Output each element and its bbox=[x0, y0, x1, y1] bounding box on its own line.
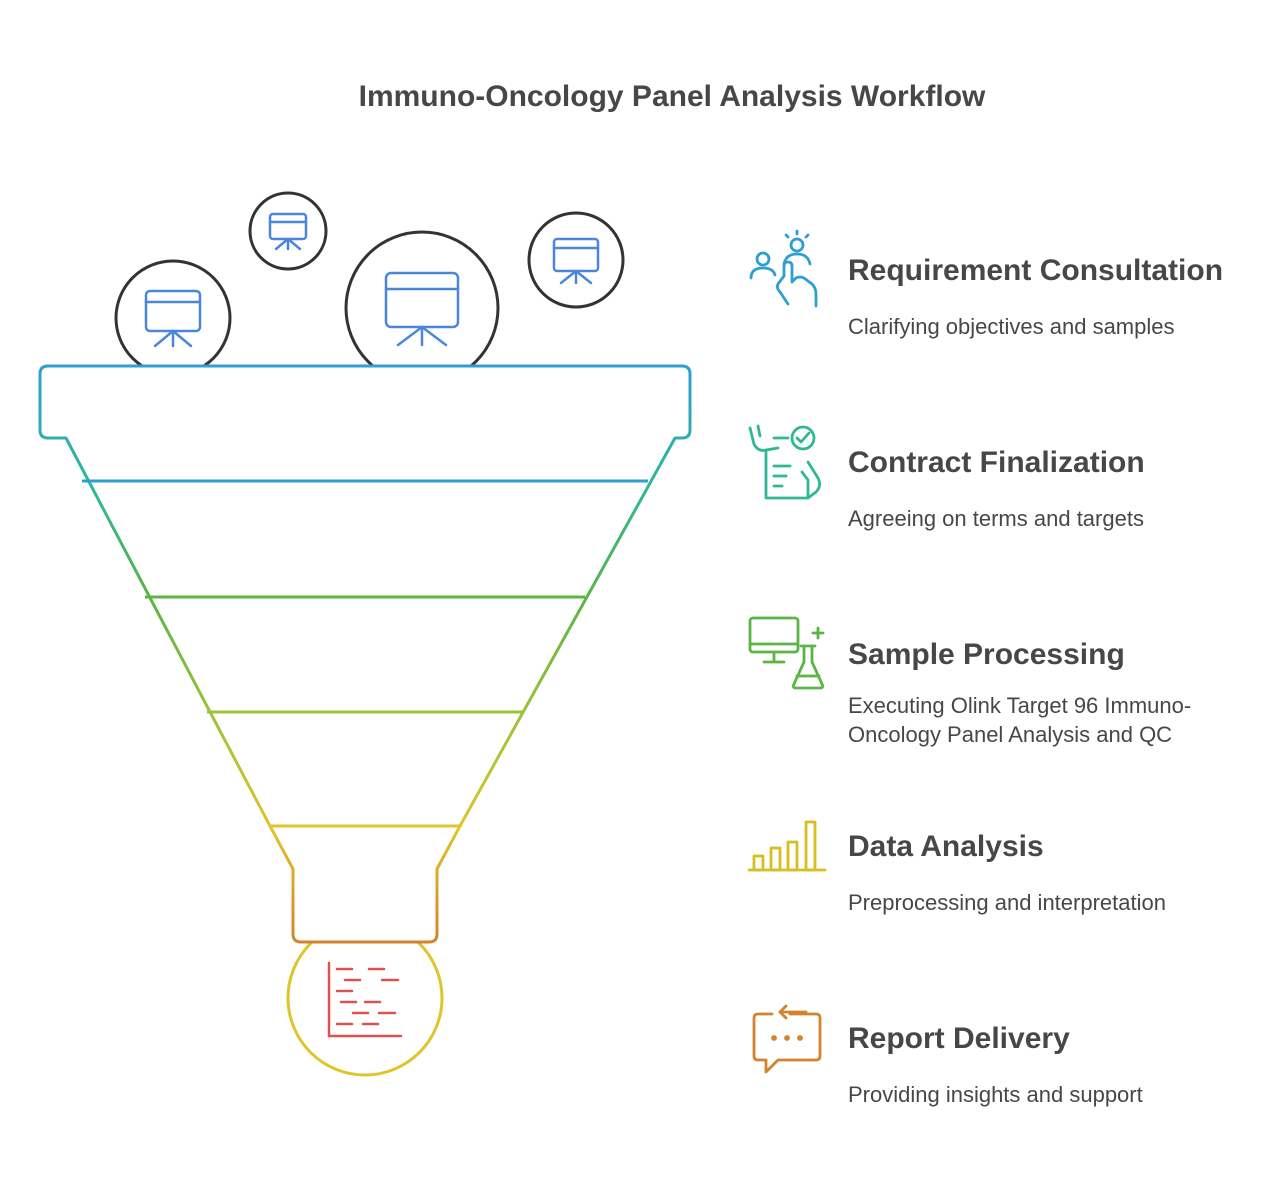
presentation-board-icon bbox=[268, 212, 308, 251]
step-title-requirement-consultation: Requirement Consultation bbox=[848, 254, 1224, 287]
step-title-sample-processing: Sample Processing bbox=[848, 638, 1125, 671]
presentation-board-icon bbox=[552, 237, 600, 285]
bar-chart-icon bbox=[747, 820, 827, 872]
step-title-data-analysis: Data Analysis bbox=[848, 830, 1044, 863]
step-desc-report-delivery: Providing insights and support bbox=[848, 1082, 1143, 1107]
step-desc-contract-finalization: Agreeing on terms and targets bbox=[848, 506, 1144, 531]
chat-message-icon bbox=[752, 1004, 822, 1074]
step-desc-sample-processing: Executing Olink Target 96 Immuno-Oncolog… bbox=[848, 693, 1192, 747]
input-circle-4 bbox=[527, 211, 625, 309]
input-circle-3 bbox=[344, 230, 500, 386]
step-desc-requirement-consultation: Clarifying objectives and samples bbox=[848, 314, 1175, 339]
presentation-board-icon bbox=[384, 271, 460, 347]
page-title: Immuno-Oncology Panel Analysis Workflow bbox=[358, 80, 986, 113]
output-circle bbox=[286, 919, 444, 1077]
step-title-report-delivery: Report Delivery bbox=[848, 1022, 1070, 1055]
lab-processing-icon bbox=[748, 616, 825, 690]
step-desc-data-analysis: Preprocessing and interpretation bbox=[848, 890, 1166, 915]
gantt-chart-icon bbox=[327, 961, 403, 1038]
consultation-icon bbox=[749, 229, 818, 308]
input-circle-1 bbox=[114, 259, 232, 377]
funnel-body bbox=[38, 364, 692, 944]
input-circle-2 bbox=[248, 191, 328, 271]
step-title-contract-finalization: Contract Finalization bbox=[848, 446, 1145, 479]
presentation-board-icon bbox=[144, 289, 202, 348]
contract-icon bbox=[748, 424, 821, 500]
